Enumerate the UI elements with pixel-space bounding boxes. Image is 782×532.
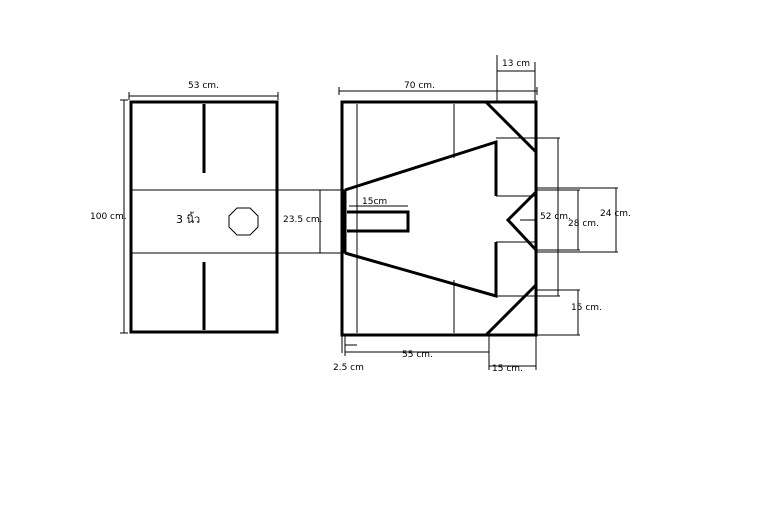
dim-28-label: 28 cm. xyxy=(568,219,599,229)
dim-15-side-label: 15 cm. xyxy=(571,303,602,313)
cabinet-outline xyxy=(340,100,538,337)
height-label-left: 100 cm. xyxy=(90,212,127,222)
corner-top-label: 13 cm xyxy=(502,59,530,69)
dim-2-5-label: 2.5 cm xyxy=(333,363,364,373)
port-size-label: 3 นิ้ว xyxy=(176,211,200,226)
center-chevron xyxy=(505,190,538,252)
front-panel-outline xyxy=(129,100,279,334)
top-view: 15cm 70 cm. 13 cm 52 cm. 28 cm. 2 xyxy=(333,55,631,374)
dim-24-label: 24 cm. xyxy=(600,209,631,219)
horn-flare-upper xyxy=(344,139,498,196)
slot-width-label: 15cm xyxy=(362,197,387,207)
dim-15-bottom-label: 15 cm. xyxy=(492,364,523,374)
dim-55-label: 55 cm. xyxy=(402,350,433,360)
horn-flare-lower xyxy=(344,242,498,298)
width-label-right: 70 cm. xyxy=(404,81,435,91)
opening-height-label: 23.5 cm. xyxy=(283,215,322,225)
corner-brace-bottom xyxy=(484,283,538,337)
dim-52-label: 52 cm. xyxy=(540,212,571,222)
port-octagon xyxy=(228,207,259,236)
corner-brace-top xyxy=(484,100,538,154)
width-label-left: 53 cm. xyxy=(188,81,219,91)
front-view: 3 นิ้ว 53 cm. 100 cm. xyxy=(90,81,279,334)
internal-duct xyxy=(347,210,410,233)
